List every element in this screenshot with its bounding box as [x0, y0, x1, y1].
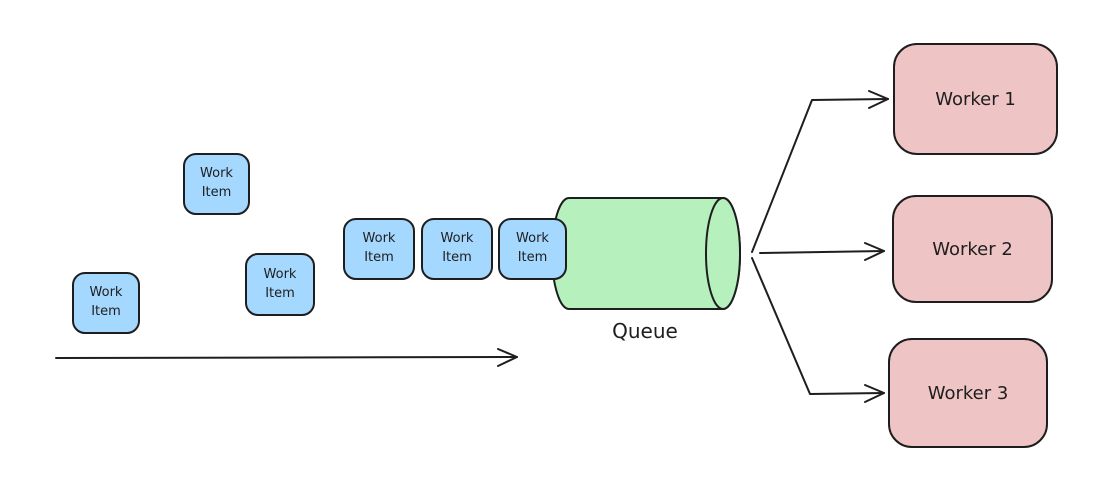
- worker-label: Worker 2: [932, 238, 1013, 260]
- work-item-label: Work Item: [362, 231, 396, 265]
- work-item-node-6: Work Item: [498, 218, 567, 280]
- work-item-label: Work Item: [440, 231, 474, 265]
- work-item-node-1: Work Item: [183, 153, 250, 215]
- queue-label: Queue: [612, 319, 678, 343]
- worker-node-3: Worker 3: [888, 338, 1048, 448]
- queue-to-worker-1-arrow: [751, 90, 889, 253]
- work-item-label: Work Item: [89, 285, 123, 319]
- worker-label: Worker 3: [927, 382, 1009, 404]
- work-item-node-5: Work Item: [421, 218, 493, 280]
- work-item-label: Work Item: [516, 231, 549, 265]
- worker-node-1: Worker 1: [893, 43, 1058, 155]
- queue-cylinder: [551, 197, 741, 310]
- work-item-node-3: Work Item: [245, 253, 315, 316]
- work-item-node-2: Work Item: [72, 272, 140, 334]
- queue-to-worker-3-arrow: [751, 257, 885, 403]
- work-item-label: Work Item: [263, 266, 297, 301]
- incoming-flow-arrow: [55, 348, 518, 367]
- worker-node-2: Worker 2: [892, 195, 1053, 303]
- queue-to-worker-2-arrow: [759, 242, 885, 261]
- worker-label: Worker 1: [935, 88, 1016, 110]
- work-item-label: Work Item: [200, 166, 233, 200]
- work-item-node-4: Work Item: [343, 218, 415, 280]
